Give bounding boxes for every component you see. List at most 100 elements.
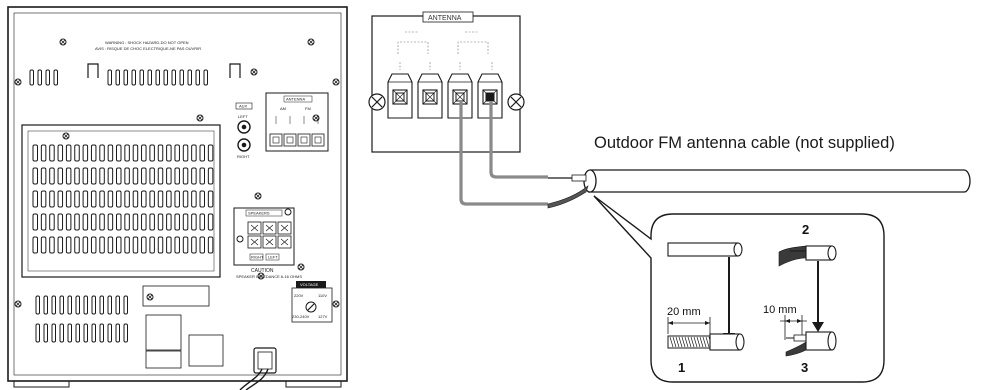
vent-slot bbox=[107, 190, 114, 208]
antenna-terminal-mark bbox=[392, 89, 408, 105]
aux-right-jack bbox=[237, 138, 251, 152]
vent-slot bbox=[123, 323, 128, 343]
vent-slot bbox=[149, 167, 155, 185]
terminal-bracket-marks bbox=[397, 31, 493, 70]
vent-slot bbox=[51, 295, 56, 315]
vent-slot bbox=[199, 236, 205, 254]
braid-hatch bbox=[675, 336, 680, 348]
power-cord bbox=[239, 368, 263, 390]
vent-slot bbox=[57, 167, 64, 185]
vent-slot bbox=[191, 144, 197, 162]
vent-slot bbox=[182, 167, 189, 185]
vent-slot bbox=[83, 323, 88, 343]
aux-left-jack bbox=[237, 120, 251, 134]
vent-slot bbox=[67, 323, 72, 343]
vent-slot bbox=[65, 236, 72, 254]
vent-slot bbox=[35, 323, 40, 343]
vent-slot bbox=[91, 323, 96, 343]
warning-text-2: AVIS : RISQUE DE CHOC ELECTRIQUE-NE PAS … bbox=[95, 46, 201, 51]
voltage-title-box bbox=[296, 281, 326, 288]
vent-slot bbox=[174, 190, 180, 208]
vent-slot bbox=[43, 295, 48, 315]
vent-slot bbox=[99, 190, 105, 208]
vent-slot bbox=[132, 167, 139, 185]
vent-slot bbox=[107, 323, 112, 343]
warning-text-1: WARNING : SHOCK HAZARD-DO NOT OPEN bbox=[105, 40, 189, 45]
lower-panel-top bbox=[142, 285, 210, 307]
vent-slot bbox=[107, 167, 114, 185]
vent-slot bbox=[107, 144, 114, 162]
vent-block-inner bbox=[27, 130, 215, 272]
voltage-selector-pointer bbox=[307, 303, 315, 311]
antenna-block-label-box bbox=[283, 95, 313, 103]
vent-slot bbox=[124, 236, 130, 254]
screw-slot bbox=[371, 96, 383, 108]
screw-slot bbox=[15, 301, 21, 307]
screw-slot bbox=[333, 301, 339, 307]
speaker-terminal-mark bbox=[280, 224, 289, 232]
vent-slot bbox=[51, 323, 56, 343]
mini-terminal-slot bbox=[286, 136, 294, 144]
vent-slot bbox=[182, 144, 189, 162]
vent-slot bbox=[40, 190, 47, 208]
antenna-block-label: ANTENNA bbox=[286, 97, 305, 102]
vent-slot bbox=[149, 236, 155, 254]
aux-label: AUX bbox=[239, 104, 248, 109]
callout-bubble: 20 mm 1 2 10 mm bbox=[593, 195, 885, 383]
vent-slot bbox=[123, 295, 128, 315]
vent-slot bbox=[195, 69, 200, 86]
vent-slot bbox=[40, 213, 47, 231]
screw-slot bbox=[15, 79, 21, 85]
vent-slot bbox=[53, 69, 58, 86]
vent-slot bbox=[65, 167, 72, 185]
vent-slot bbox=[132, 236, 139, 254]
speakers-block bbox=[233, 207, 295, 266]
vent-slot bbox=[99, 144, 105, 162]
vent-slot bbox=[75, 323, 80, 343]
vent-slot bbox=[187, 69, 192, 86]
vent-slot bbox=[82, 190, 89, 208]
cable-body bbox=[588, 169, 971, 193]
vent-slot bbox=[149, 213, 155, 231]
vent-slot bbox=[132, 213, 139, 231]
vent-slot bbox=[124, 190, 130, 208]
vent-slot bbox=[141, 167, 147, 185]
braid-hatch bbox=[702, 336, 707, 348]
vent-slot bbox=[65, 213, 72, 231]
vent-slot bbox=[74, 190, 80, 208]
step-1-top-cable bbox=[667, 242, 743, 257]
vent-slot bbox=[37, 69, 42, 86]
vent-slot bbox=[49, 236, 55, 254]
screw-slot bbox=[197, 115, 203, 121]
step-1-dimension bbox=[667, 317, 711, 334]
vent-slot bbox=[124, 167, 130, 185]
vent-slot bbox=[199, 167, 205, 185]
callout-outline bbox=[593, 195, 885, 383]
vent-slot bbox=[67, 295, 72, 315]
vent-slot bbox=[57, 190, 64, 208]
speakers-label-box bbox=[245, 209, 283, 217]
voltage-selector-box bbox=[291, 287, 333, 323]
mini-terminal-slot bbox=[300, 136, 308, 144]
antenna-terminal-slot bbox=[395, 92, 405, 102]
vent-slot bbox=[90, 167, 97, 185]
vent-slot bbox=[157, 144, 164, 162]
vent-slot bbox=[107, 236, 114, 254]
screw-slot bbox=[251, 69, 257, 75]
vent-slot bbox=[199, 213, 205, 231]
vent-slot bbox=[131, 69, 136, 86]
vent-slot bbox=[49, 167, 55, 185]
vent-slot bbox=[90, 144, 97, 162]
vent-slot bbox=[141, 190, 147, 208]
vent-slot bbox=[83, 295, 88, 315]
vent-slot bbox=[141, 213, 147, 231]
braid-hatch bbox=[681, 336, 686, 348]
cable-shield bbox=[547, 185, 589, 209]
vent-slot bbox=[166, 213, 172, 231]
vent-slot bbox=[32, 236, 38, 254]
foot-right bbox=[285, 380, 342, 388]
step-1-stripped-cable bbox=[667, 333, 745, 351]
vent-slot bbox=[199, 190, 205, 208]
braid-hatch bbox=[693, 336, 698, 348]
cable-insulation bbox=[571, 174, 587, 182]
